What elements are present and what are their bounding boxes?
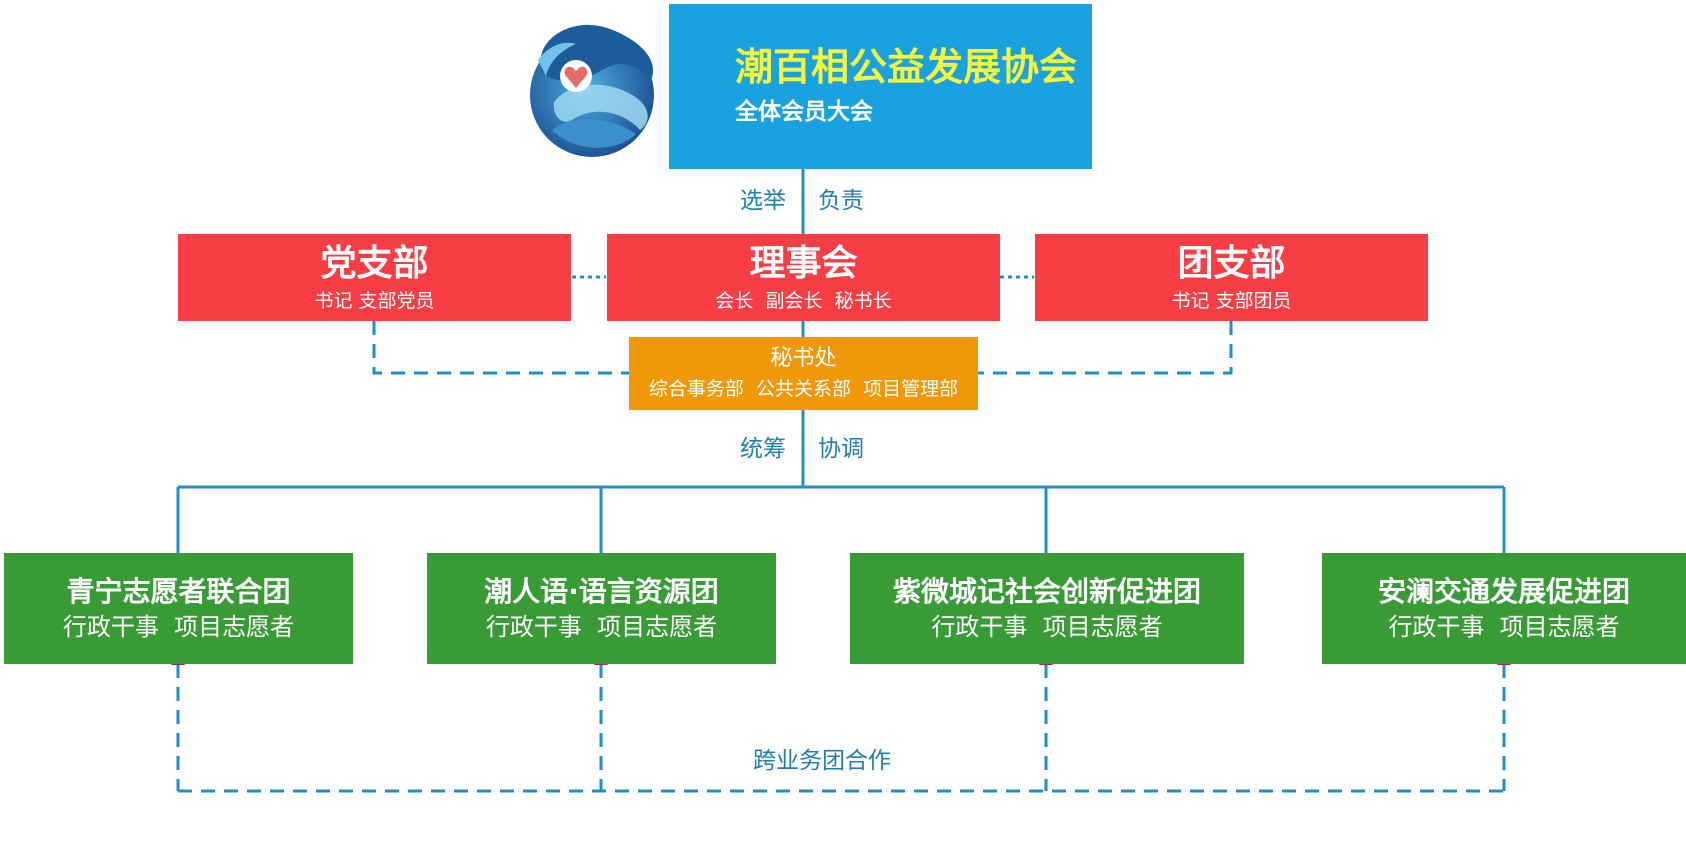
group-box-qingning: 青宁志愿者联合团 行政干事 项目志愿者 — [4, 553, 353, 664]
responsible-label: 负责 — [818, 188, 864, 214]
group-roles: 行政干事 项目志愿者 — [1388, 612, 1620, 641]
coordinate-label-b: 协调 — [818, 436, 864, 462]
council-box: 理事会 会长 副会长 秘书长 — [607, 234, 1000, 321]
group-roles: 行政干事 项目志愿者 — [485, 612, 718, 641]
group-roles: 行政干事 项目志愿者 — [931, 612, 1163, 641]
party-branch-members: 书记 支部党员 — [314, 289, 435, 312]
secretariat-box: 秘书处 综合事务部 公共关系部 项目管理部 — [629, 337, 978, 410]
group-title: 紫微城记社会创新促进团 — [892, 574, 1201, 608]
general-assembly-box: 潮百相公益发展协会 全体会员大会 — [669, 4, 1092, 169]
council-title: 理事会 — [749, 242, 858, 284]
youth-branch-members: 书记 支部团员 — [1171, 289, 1292, 312]
group-box-ziwei: 紫微城记社会创新促进团 行政干事 项目志愿者 — [850, 553, 1244, 664]
youth-branch-title: 团支部 — [1177, 242, 1286, 284]
group-roles: 行政干事 项目志愿者 — [62, 612, 295, 641]
group-title: 青宁志愿者联合团 — [66, 574, 291, 608]
youth-branch-box: 团支部 书记 支部团员 — [1035, 234, 1428, 321]
group-box-language: 潮人语·语言资源团 行政干事 项目志愿者 — [427, 553, 776, 664]
party-branch-box: 党支部 书记 支部党员 — [178, 234, 571, 321]
association-logo-icon — [530, 24, 654, 157]
association-name: 潮百相公益发展协会 — [735, 44, 1078, 89]
party-branch-title: 党支部 — [320, 242, 429, 284]
group-title: 安澜交通发展促进团 — [1377, 574, 1630, 608]
cross-cooperation-label: 跨业务团合作 — [753, 748, 891, 774]
secretariat-departments: 综合事务部 公共关系部 项目管理部 — [648, 377, 959, 400]
council-members: 会长 副会长 秘书长 — [715, 289, 892, 312]
group-box-anlan: 安澜交通发展促进团 行政干事 项目志愿者 — [1322, 553, 1686, 664]
group-title: 潮人语·语言资源团 — [484, 574, 719, 608]
elect-label: 选举 — [740, 188, 786, 214]
secretariat-title: 秘书处 — [770, 346, 837, 372]
coordinate-label-a: 统筹 — [740, 436, 786, 462]
general-assembly-label: 全体会员大会 — [735, 99, 873, 126]
